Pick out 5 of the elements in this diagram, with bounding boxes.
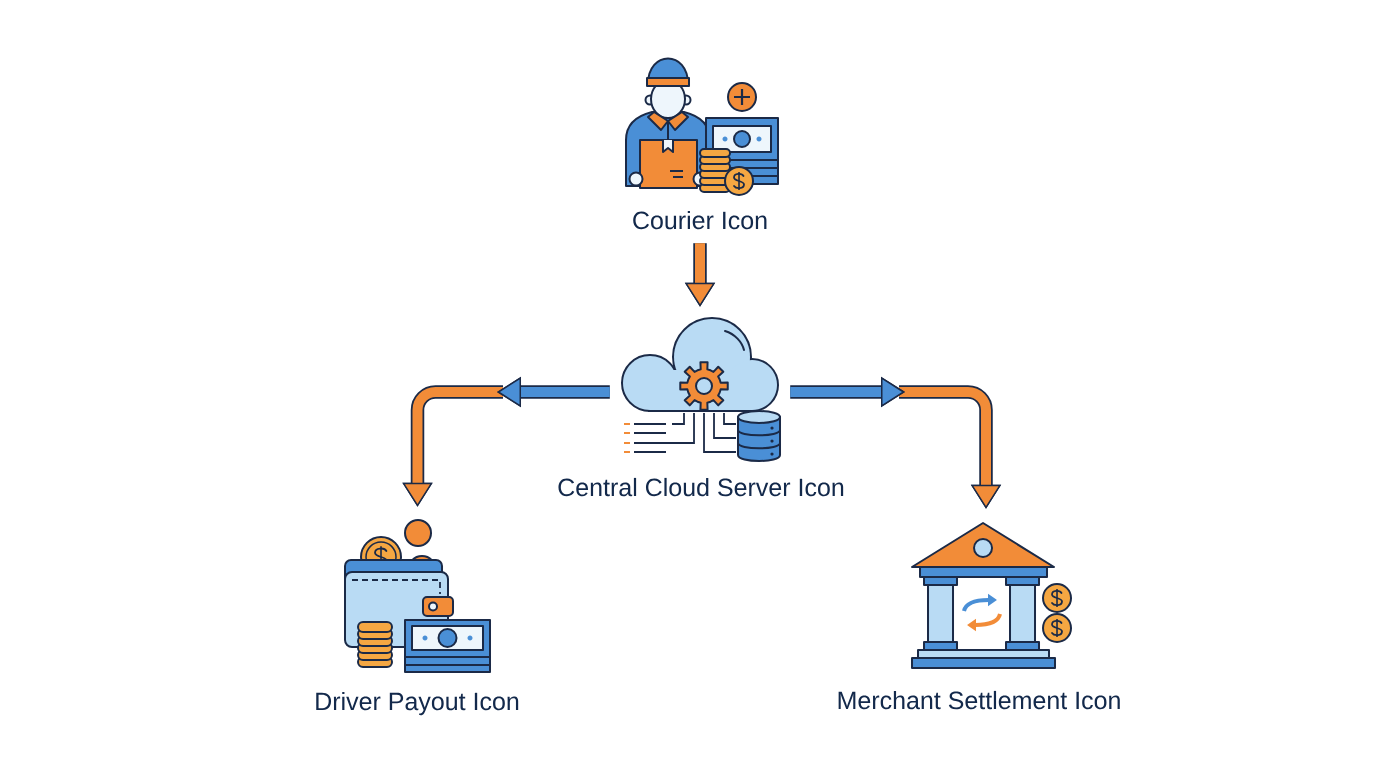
icon-caption: Merchant Settlement Icon xyxy=(838,690,1120,710)
arrow xyxy=(790,376,1002,509)
icon-caption: Central Cloud Server Icon xyxy=(558,477,844,497)
icon-caption: Driver Payout Icon xyxy=(316,691,519,716)
icon-caption: Courier Icon xyxy=(633,210,767,230)
